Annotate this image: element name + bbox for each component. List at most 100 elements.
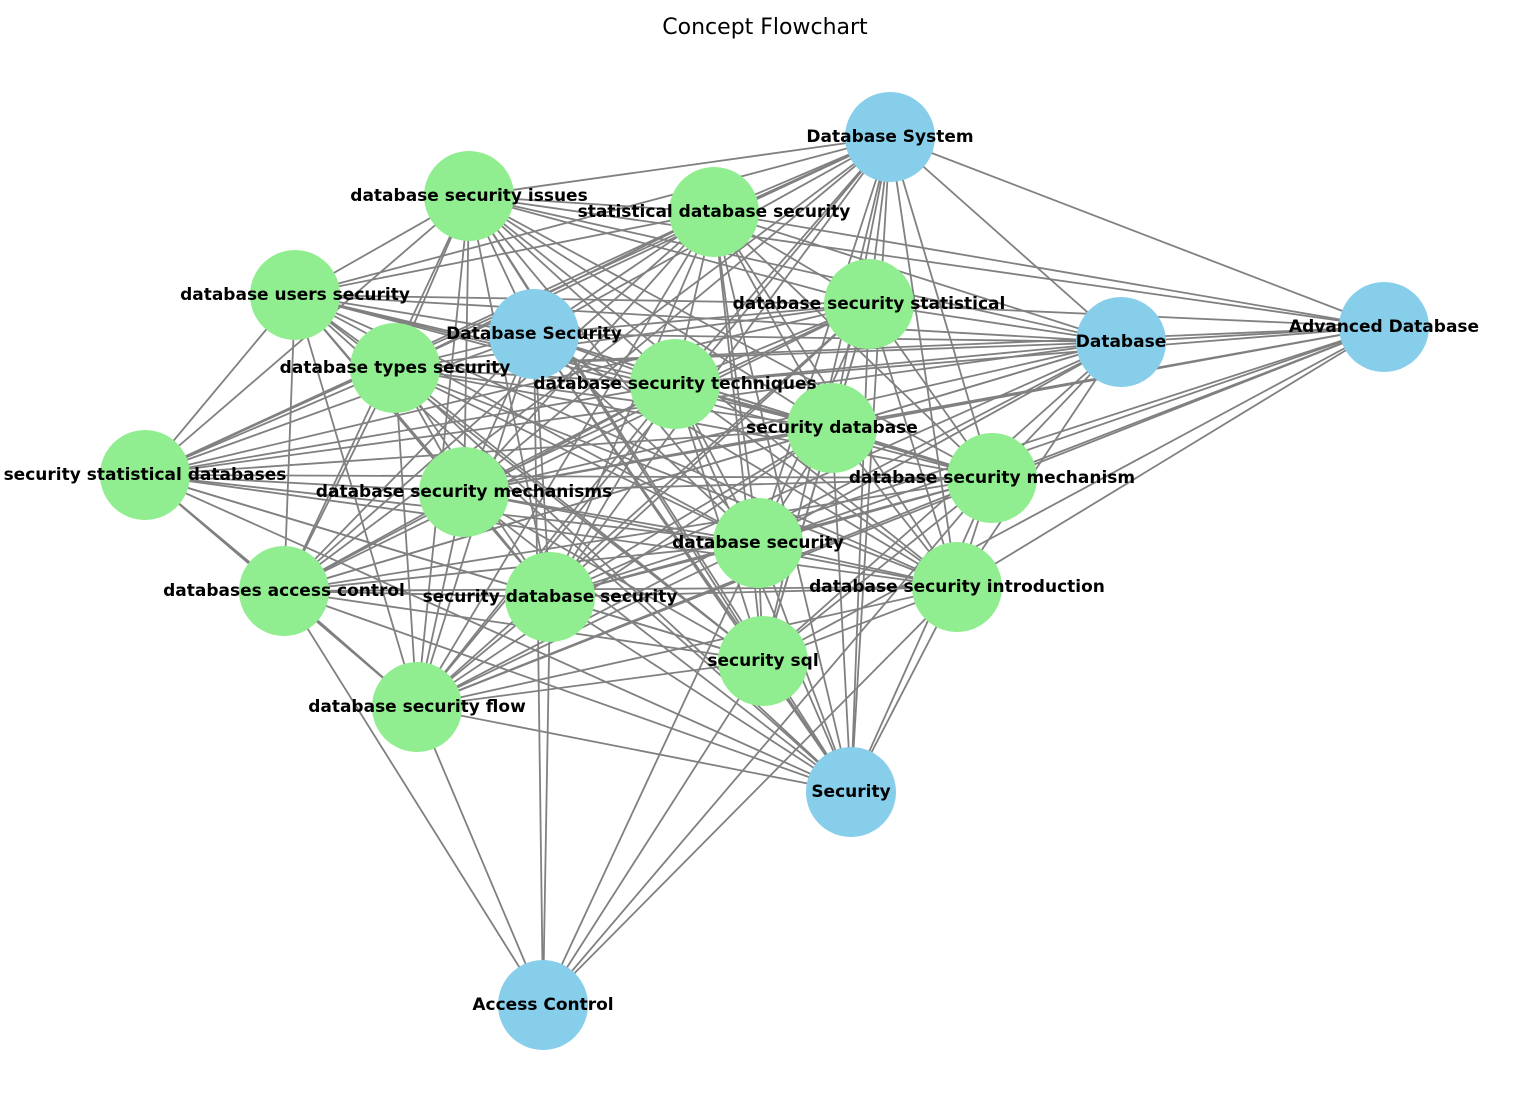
edge-database-types-security-to-database-security <box>394 367 759 544</box>
edge-advanced-database-to-database-security-techniques <box>674 326 1385 385</box>
node-database-types-security <box>350 323 440 413</box>
node-label-database-system: Database System <box>806 127 973 147</box>
edge-database-system-to-database-users-security <box>294 136 891 296</box>
edge-security-to-database-security-flow <box>416 706 852 793</box>
node-database-security-techniques <box>630 339 720 429</box>
node-databases-access-control <box>239 546 329 636</box>
edge-access-control-to-database-security <box>542 542 759 1006</box>
edge-database-security-issues-to-database-security-statistical <box>468 195 870 305</box>
node-circle-database-security-techniques <box>630 339 720 429</box>
edge-database-security-concept-to-access-control <box>533 333 544 1006</box>
edge-database-security-mechanisms-to-database-security <box>463 491 759 544</box>
edge-database-types-security-to-security-database <box>394 367 833 429</box>
edge-database-to-database-security-techniques <box>674 341 1122 385</box>
edge-security-to-statistical-database-security <box>713 211 852 793</box>
node-label-database-security-mechanisms: database security mechanisms <box>316 482 612 502</box>
node-circle-database-users-security <box>250 250 340 340</box>
edge-database-to-database-security-concept <box>533 333 1122 343</box>
chart-title: Concept Flowchart <box>662 15 868 40</box>
edge-database-system-to-advanced-database <box>889 136 1385 328</box>
node-circle-database-security-concept <box>489 289 579 379</box>
node-circle-access-control <box>498 960 588 1050</box>
node-label-access-control: Access Control <box>472 995 613 1015</box>
node-label-database-security-introduction: database security introduction <box>809 577 1105 597</box>
node-database-security <box>713 498 803 588</box>
node-database-security-introduction <box>912 542 1002 632</box>
edge-database-security-mechanisms-to-database-security-mechanism <box>463 477 993 493</box>
node-label-database-security-statistical: database security statistical <box>733 294 1006 314</box>
edge-security-database-security-to-database-security-introduction <box>549 586 958 598</box>
edge-database-security-concept-to-security <box>533 333 852 793</box>
node-label-security-sql: security sql <box>707 651 818 671</box>
node-statistical-database-security <box>669 167 759 257</box>
edge-database-to-database-security-issues <box>468 195 1122 343</box>
node-security-sql <box>718 616 808 706</box>
node-circle-database-security-mechanism <box>947 433 1037 523</box>
node-circle-database-types-security <box>350 323 440 413</box>
node-security-statistical-databases <box>100 430 190 520</box>
edge-database-system-to-database <box>889 136 1122 343</box>
edge-database-to-database-security-introduction <box>956 341 1122 588</box>
edge-access-control-to-security-database-security <box>542 596 551 1006</box>
node-database <box>1076 297 1166 387</box>
edge-database-security-concept-to-database-security <box>533 333 759 544</box>
edge-security-to-database-security-mechanisms <box>463 491 852 793</box>
node-label-database-security: database security <box>672 533 844 553</box>
edge-database-users-security-to-database-security-statistical <box>294 294 870 305</box>
edge-database-to-statistical-database-security <box>713 211 1122 343</box>
edge-database-security-mechanism-to-databases-access-control <box>283 477 993 592</box>
edge-database-security-concept-to-databases-access-control <box>283 333 535 592</box>
node-label-database-security-techniques: database security techniques <box>533 374 816 394</box>
edge-database-system-to-security-database-security <box>549 136 891 598</box>
node-circle-security-sql <box>718 616 808 706</box>
node-circle-databases-access-control <box>239 546 329 636</box>
node-database-security-concept <box>489 289 579 379</box>
edge-database-security-issues-to-database-security-techniques <box>468 195 676 385</box>
edge-security-database-to-security-database-security <box>549 427 833 598</box>
edge-access-control-to-security-sql <box>542 660 764 1006</box>
edge-database-security-statistical-to-database-security-flow <box>416 303 870 708</box>
node-access-control <box>498 960 588 1050</box>
edge-security-sql-to-database-security-flow <box>416 660 764 708</box>
edge-database-users-security-to-security-database-security <box>294 294 551 598</box>
edge-access-control-to-database-security-mechanism <box>542 477 993 1006</box>
node-security <box>806 747 896 837</box>
edge-database-security-concept-to-database-security-introduction <box>533 333 958 588</box>
node-circle-database-security-statistical <box>824 259 914 349</box>
edge-database-system-to-database-security-issues <box>468 136 891 197</box>
node-label-databases-access-control: databases access control <box>163 581 405 601</box>
edge-access-control-to-database-security-flow <box>416 706 544 1006</box>
node-circle-security-database <box>787 383 877 473</box>
edge-database-system-to-database-types-security <box>394 136 891 369</box>
node-label-security: Security <box>811 782 890 802</box>
edge-security-statistical-databases-to-database-security-mechanisms <box>144 474 465 493</box>
edge-security-to-security-database-security <box>549 596 852 793</box>
node-circle-database <box>1076 297 1166 387</box>
edge-security-to-database-types-security <box>394 367 852 793</box>
node-database-security-flow <box>372 662 462 752</box>
edge-access-control-to-database-security-introduction <box>542 586 958 1006</box>
edge-security-to-security-database <box>831 427 852 793</box>
edge-statistical-database-security-to-databases-access-control <box>283 211 715 592</box>
node-advanced-database <box>1339 282 1429 372</box>
edge-advanced-database-to-database-security-introduction <box>956 326 1385 588</box>
node-circle-statistical-database-security <box>669 167 759 257</box>
edge-statistical-database-security-to-database-users-security <box>294 211 715 296</box>
edge-database-system-to-databases-access-control <box>283 136 891 592</box>
edge-security-database-to-database-security-flow <box>416 427 833 708</box>
edge-security-to-database-security-statistical <box>850 303 870 793</box>
node-label-security-database-security: security database security <box>423 587 678 607</box>
node-circle-database-security-issues <box>424 151 514 241</box>
edge-database-users-security-to-database-security-flow <box>294 294 418 708</box>
edge-database-security-to-database-security-flow <box>416 542 759 708</box>
node-security-database-security <box>505 552 595 642</box>
node-label-database-users-security: database users security <box>180 285 410 305</box>
edge-advanced-database-to-security-sql <box>762 326 1385 662</box>
node-label-database: Database <box>1076 332 1166 352</box>
edge-database-users-security-to-databases-access-control <box>283 294 296 592</box>
edge-database-system-to-database-security <box>757 136 891 544</box>
edge-database-system-to-database-security-techniques <box>674 136 891 385</box>
edge-advanced-database-to-database-security-issues <box>468 195 1385 328</box>
edge-access-control-to-databases-access-control <box>283 590 544 1006</box>
